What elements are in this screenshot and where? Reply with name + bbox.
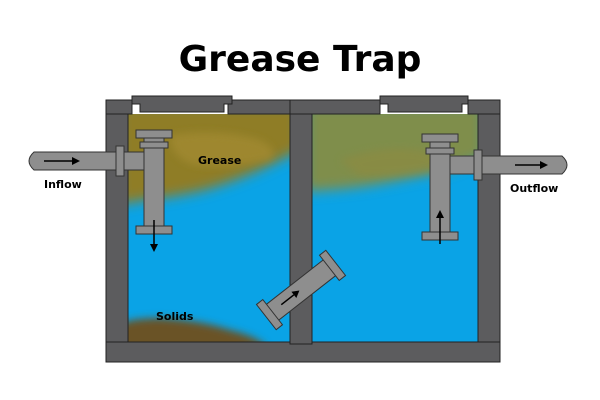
inflow-label: Inflow bbox=[44, 178, 82, 191]
access-lid-left bbox=[131, 95, 233, 113]
inlet-down-arrow-icon bbox=[150, 220, 158, 252]
outflow-arrow-icon bbox=[515, 161, 548, 169]
tank-outer-left-wall bbox=[105, 99, 129, 363]
flow-arrows bbox=[44, 157, 548, 306]
access-lids bbox=[131, 95, 469, 113]
solids-label: Solids bbox=[156, 310, 194, 323]
outlet-up-arrow-icon bbox=[436, 210, 444, 244]
diagram-title: Grease Trap bbox=[178, 39, 422, 80]
outlet-tee-top-cap bbox=[421, 133, 459, 143]
inflow-arrow-icon bbox=[44, 157, 80, 165]
access-lid-right bbox=[379, 95, 469, 113]
inlet-tee-top-cap bbox=[135, 129, 173, 139]
grease-highlight-left bbox=[170, 132, 274, 166]
outflow-pipe-flange bbox=[473, 149, 483, 181]
tank-top-wall-left bbox=[105, 99, 133, 115]
tank-top-wall-right bbox=[289, 99, 381, 115]
tank-top-wall-mid bbox=[227, 99, 291, 115]
tank-divider-wall bbox=[289, 113, 313, 345]
tank-top-wall-far-right bbox=[467, 99, 501, 115]
grease-label: Grease bbox=[198, 154, 241, 167]
inlet-tee-mid-flange bbox=[139, 141, 169, 149]
inflow-pipe-flange bbox=[115, 145, 125, 177]
tank-outer-right-wall bbox=[477, 99, 501, 363]
outflow-label: Outflow bbox=[510, 182, 558, 195]
outflow-pipe-horizontal[interactable] bbox=[437, 155, 568, 175]
inlet-tee-vertical[interactable] bbox=[143, 135, 165, 229]
solids-layer bbox=[128, 318, 262, 342]
transfer-arrow-icon bbox=[280, 290, 300, 306]
transfer-pipe-flange-right bbox=[318, 249, 347, 282]
outlet-tee-mid-flange bbox=[425, 147, 455, 155]
transfer-pipe bbox=[255, 249, 347, 331]
transfer-pipe-flange-left bbox=[255, 298, 284, 331]
inlet-pipe bbox=[28, 129, 173, 235]
outlet-pipe bbox=[421, 133, 568, 241]
tank-floor bbox=[105, 341, 501, 363]
grease-highlight-right bbox=[340, 148, 443, 177]
